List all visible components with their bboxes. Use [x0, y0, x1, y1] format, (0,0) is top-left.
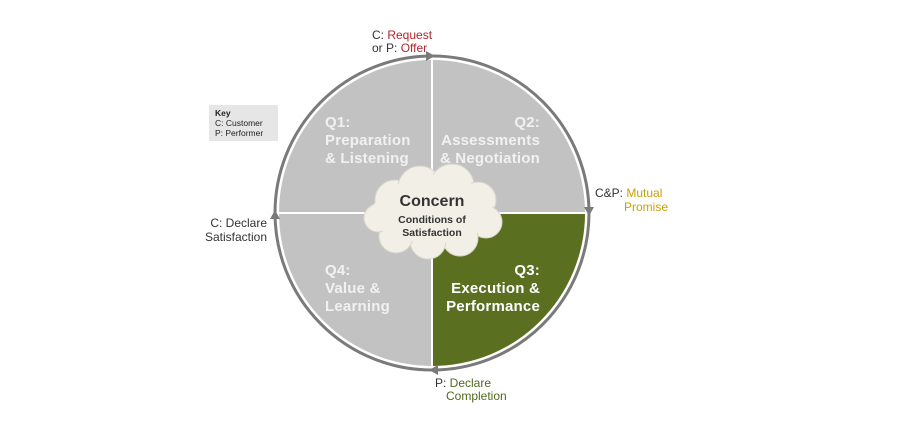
- q2-line3: & Negotiation: [439, 150, 540, 167]
- promise-prefix: C&P:: [595, 186, 627, 200]
- q4-line2: Value &: [325, 280, 381, 297]
- cycle-label-completion: P: Declare: [435, 376, 491, 391]
- key-title: Key: [215, 108, 231, 118]
- completion-line2: Completion: [446, 389, 507, 403]
- offer-prefix: or P:: [372, 41, 401, 55]
- conditions-line1: Conditions of: [398, 214, 466, 226]
- request-action: Request: [387, 28, 433, 42]
- q3-line3: Performance: [446, 298, 540, 315]
- q1-line1: Q1:: [325, 114, 351, 131]
- q1-line2: Preparation: [325, 132, 411, 149]
- arrow-left-icon: [270, 210, 280, 219]
- request-prefix: C:: [372, 28, 388, 42]
- cycle-label-satisfaction-2: Satisfaction: [204, 230, 267, 244]
- quadrant-q4-label: Q4: Value & Learning: [325, 262, 390, 316]
- key-customer: C: Customer: [215, 118, 263, 128]
- completion-line1: Declare: [449, 376, 492, 390]
- cycle-label-offer: or P: Offer: [372, 41, 427, 56]
- conditions-line2: Satisfaction: [402, 227, 462, 239]
- q2-line1: Q2:: [514, 114, 540, 131]
- q1-line3: & Listening: [325, 150, 409, 167]
- q4-line3: Learning: [325, 298, 390, 315]
- promise-line2: Promise: [624, 200, 669, 214]
- quadrant-q1-label: Q1: Preparation & Listening: [325, 114, 411, 168]
- cycle-label-satisfaction-1: C: Declare: [210, 216, 267, 230]
- q2-line2: Assessments: [441, 132, 540, 149]
- cycle-label-promise: C&P: Mutual: [595, 186, 662, 201]
- offer-action: Offer: [400, 41, 428, 55]
- promise-line1: Mutual: [626, 186, 663, 200]
- concern-title: Concern: [399, 193, 465, 210]
- arrow-bottom-icon: [429, 365, 438, 375]
- arrow-right-icon: [584, 207, 594, 216]
- quadrant-q2-label: Q2: Assessments & Negotiation: [440, 114, 540, 168]
- q4-line1: Q4:: [325, 262, 351, 279]
- quadrant-q3-label: Q3: Execution & Performance: [446, 262, 540, 316]
- cycle-label-request: C: Request: [372, 28, 432, 43]
- key-performer: P: Performer: [215, 128, 264, 138]
- key-legend: Key C: Customer P: Performer: [209, 105, 278, 141]
- completion-prefix: P:: [435, 376, 450, 390]
- arrow-top-icon: [426, 51, 435, 61]
- q3-line1: Q3:: [514, 262, 540, 279]
- q3-line2: Execution &: [451, 280, 540, 297]
